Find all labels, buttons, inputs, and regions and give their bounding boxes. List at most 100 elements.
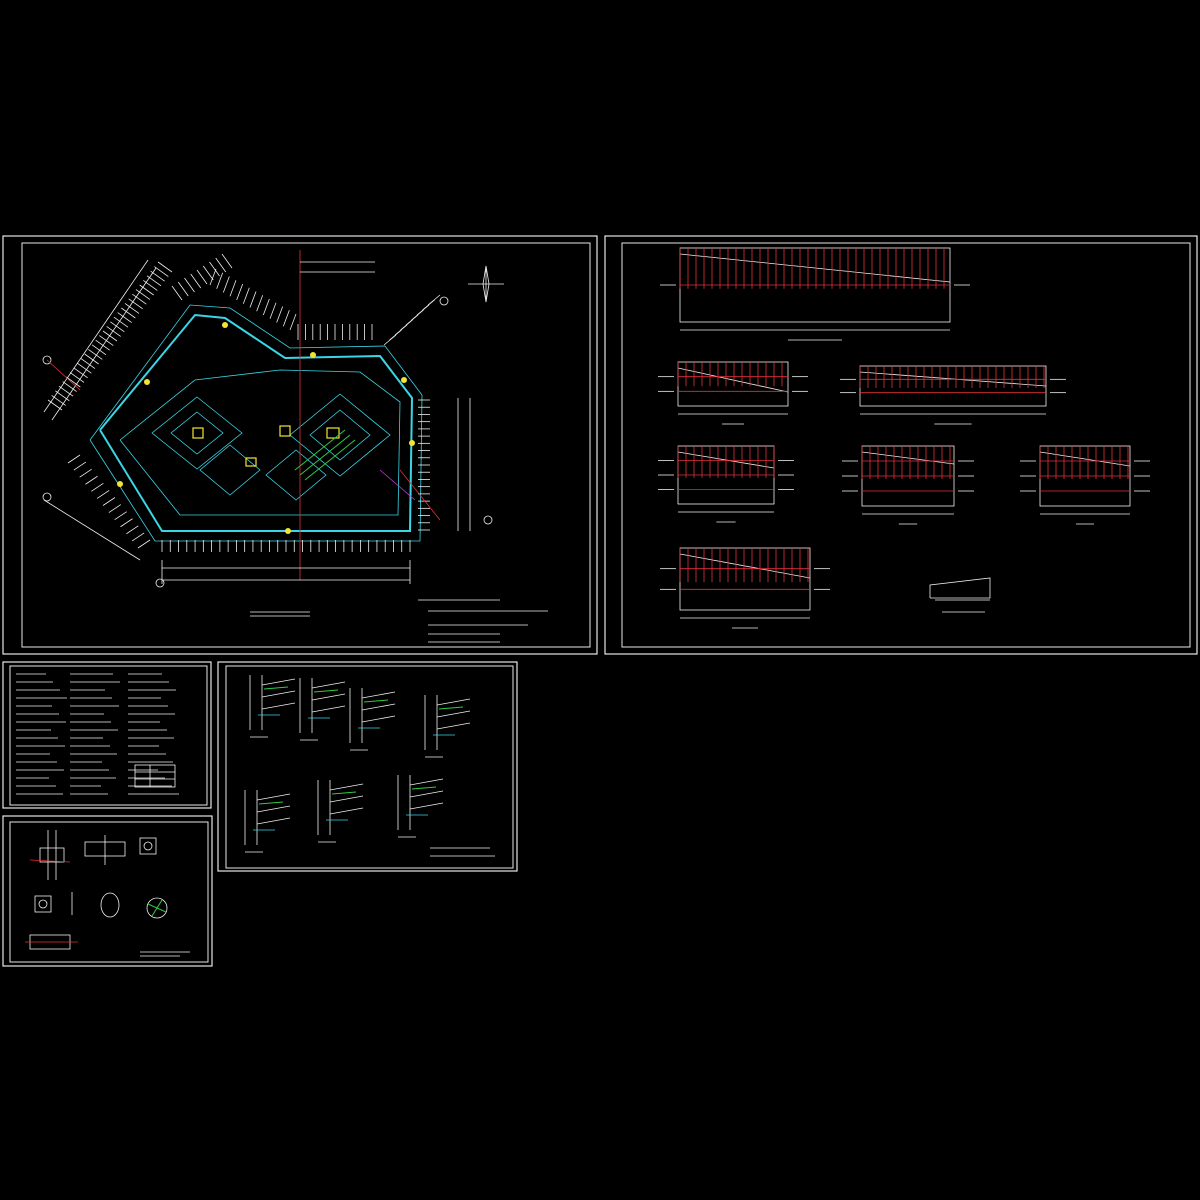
pile-tick (242, 287, 250, 304)
pile-tick (154, 266, 169, 277)
pile-tick (128, 298, 143, 310)
anchor-line (329, 783, 364, 791)
pile-tick (110, 321, 125, 333)
pile-tick (84, 353, 99, 365)
pile-tick (249, 291, 257, 308)
anchor-line (409, 790, 444, 798)
pile-tick (221, 253, 233, 269)
pile-tick (139, 284, 154, 296)
anchor-line (409, 778, 444, 786)
reinforcement (438, 706, 464, 710)
anchor-line (409, 802, 444, 810)
pile-tick (95, 339, 110, 351)
sheet-sections (604, 235, 1198, 655)
plan-notes (418, 599, 548, 643)
pile-tick (79, 468, 92, 478)
pile-tick (91, 483, 104, 492)
pile-tick (113, 316, 129, 328)
pile-tick (117, 312, 132, 323)
pile-tick (135, 289, 151, 300)
section-profiles (658, 247, 1150, 629)
pile-tick (102, 330, 118, 342)
excavation-outline (89, 304, 423, 542)
pile-tick (114, 511, 127, 520)
reinforcement (258, 801, 284, 805)
pile-tick (108, 504, 122, 513)
pile-tick (209, 261, 220, 277)
anchor-line (256, 805, 291, 813)
pile-tick (222, 276, 230, 293)
plan-dimensions (42, 259, 493, 588)
reinforcement (263, 686, 289, 690)
anchor-line (261, 678, 296, 686)
pile-tick (120, 518, 133, 528)
reinforcement (331, 791, 357, 795)
section-frame (677, 361, 789, 407)
anchor-line (329, 795, 364, 803)
sheet-retaining-details (217, 661, 518, 872)
reinforcement (313, 689, 339, 693)
pile-tick (126, 525, 139, 535)
pile-tick (106, 326, 121, 337)
anchor-line (436, 722, 471, 730)
well-markers (117, 322, 415, 534)
anchor-line (311, 705, 346, 713)
pile-tick (77, 362, 92, 374)
anchor-line (361, 715, 396, 723)
pile-tick (171, 285, 183, 301)
anchor-line (436, 698, 471, 706)
pile-tick (229, 280, 237, 297)
pile-tick (66, 376, 81, 388)
reinforcement (363, 699, 389, 703)
pile-tick (209, 268, 217, 286)
pit-right (279, 393, 391, 477)
pile-tick (202, 265, 214, 281)
pile-tick (69, 372, 85, 383)
pile-tick (131, 532, 145, 542)
pile-tick (67, 454, 81, 464)
pile-tick (262, 298, 270, 316)
pit-left (151, 396, 243, 470)
pile-node-details (25, 830, 190, 957)
slope-line (861, 451, 955, 465)
anchor-line (361, 691, 396, 699)
sheet-notes (2, 661, 212, 809)
pile-tick (289, 313, 297, 331)
pile-tick (190, 273, 202, 289)
sheet-site-plan (2, 235, 598, 655)
north-arrow-icon (468, 265, 504, 303)
anchor-line (436, 710, 471, 718)
anchor-line (311, 693, 346, 701)
pile-tick (88, 349, 103, 360)
sheet-pile-details (2, 815, 213, 967)
pile-tick (269, 302, 277, 319)
pile-tick (85, 475, 98, 485)
detail-sections (244, 675, 495, 857)
anchor-line (311, 681, 346, 689)
pile-tick (177, 281, 189, 297)
slope-line (1039, 451, 1131, 467)
anchor-line (329, 807, 364, 815)
plan-title (250, 611, 310, 617)
pile-tick (236, 283, 244, 301)
notes-text-block (16, 673, 179, 795)
pile-tick (73, 461, 87, 471)
pile-tick (216, 272, 224, 289)
pile-tick (137, 539, 151, 549)
pile-tick (73, 367, 88, 379)
small-detail (929, 577, 991, 613)
pile-tick (427, 294, 441, 306)
pile-tick (184, 277, 195, 293)
pile-tick (96, 490, 110, 499)
pile-tick (58, 385, 74, 397)
anchor-line (261, 702, 296, 710)
section-frame (859, 365, 1047, 407)
anchor-line (261, 690, 296, 698)
pile-tick (132, 293, 147, 305)
anchor-line (256, 793, 291, 801)
pile-tick (157, 261, 173, 273)
slope-line (679, 253, 951, 283)
soil-nail-ticks (47, 253, 441, 552)
slope-line (679, 553, 811, 579)
